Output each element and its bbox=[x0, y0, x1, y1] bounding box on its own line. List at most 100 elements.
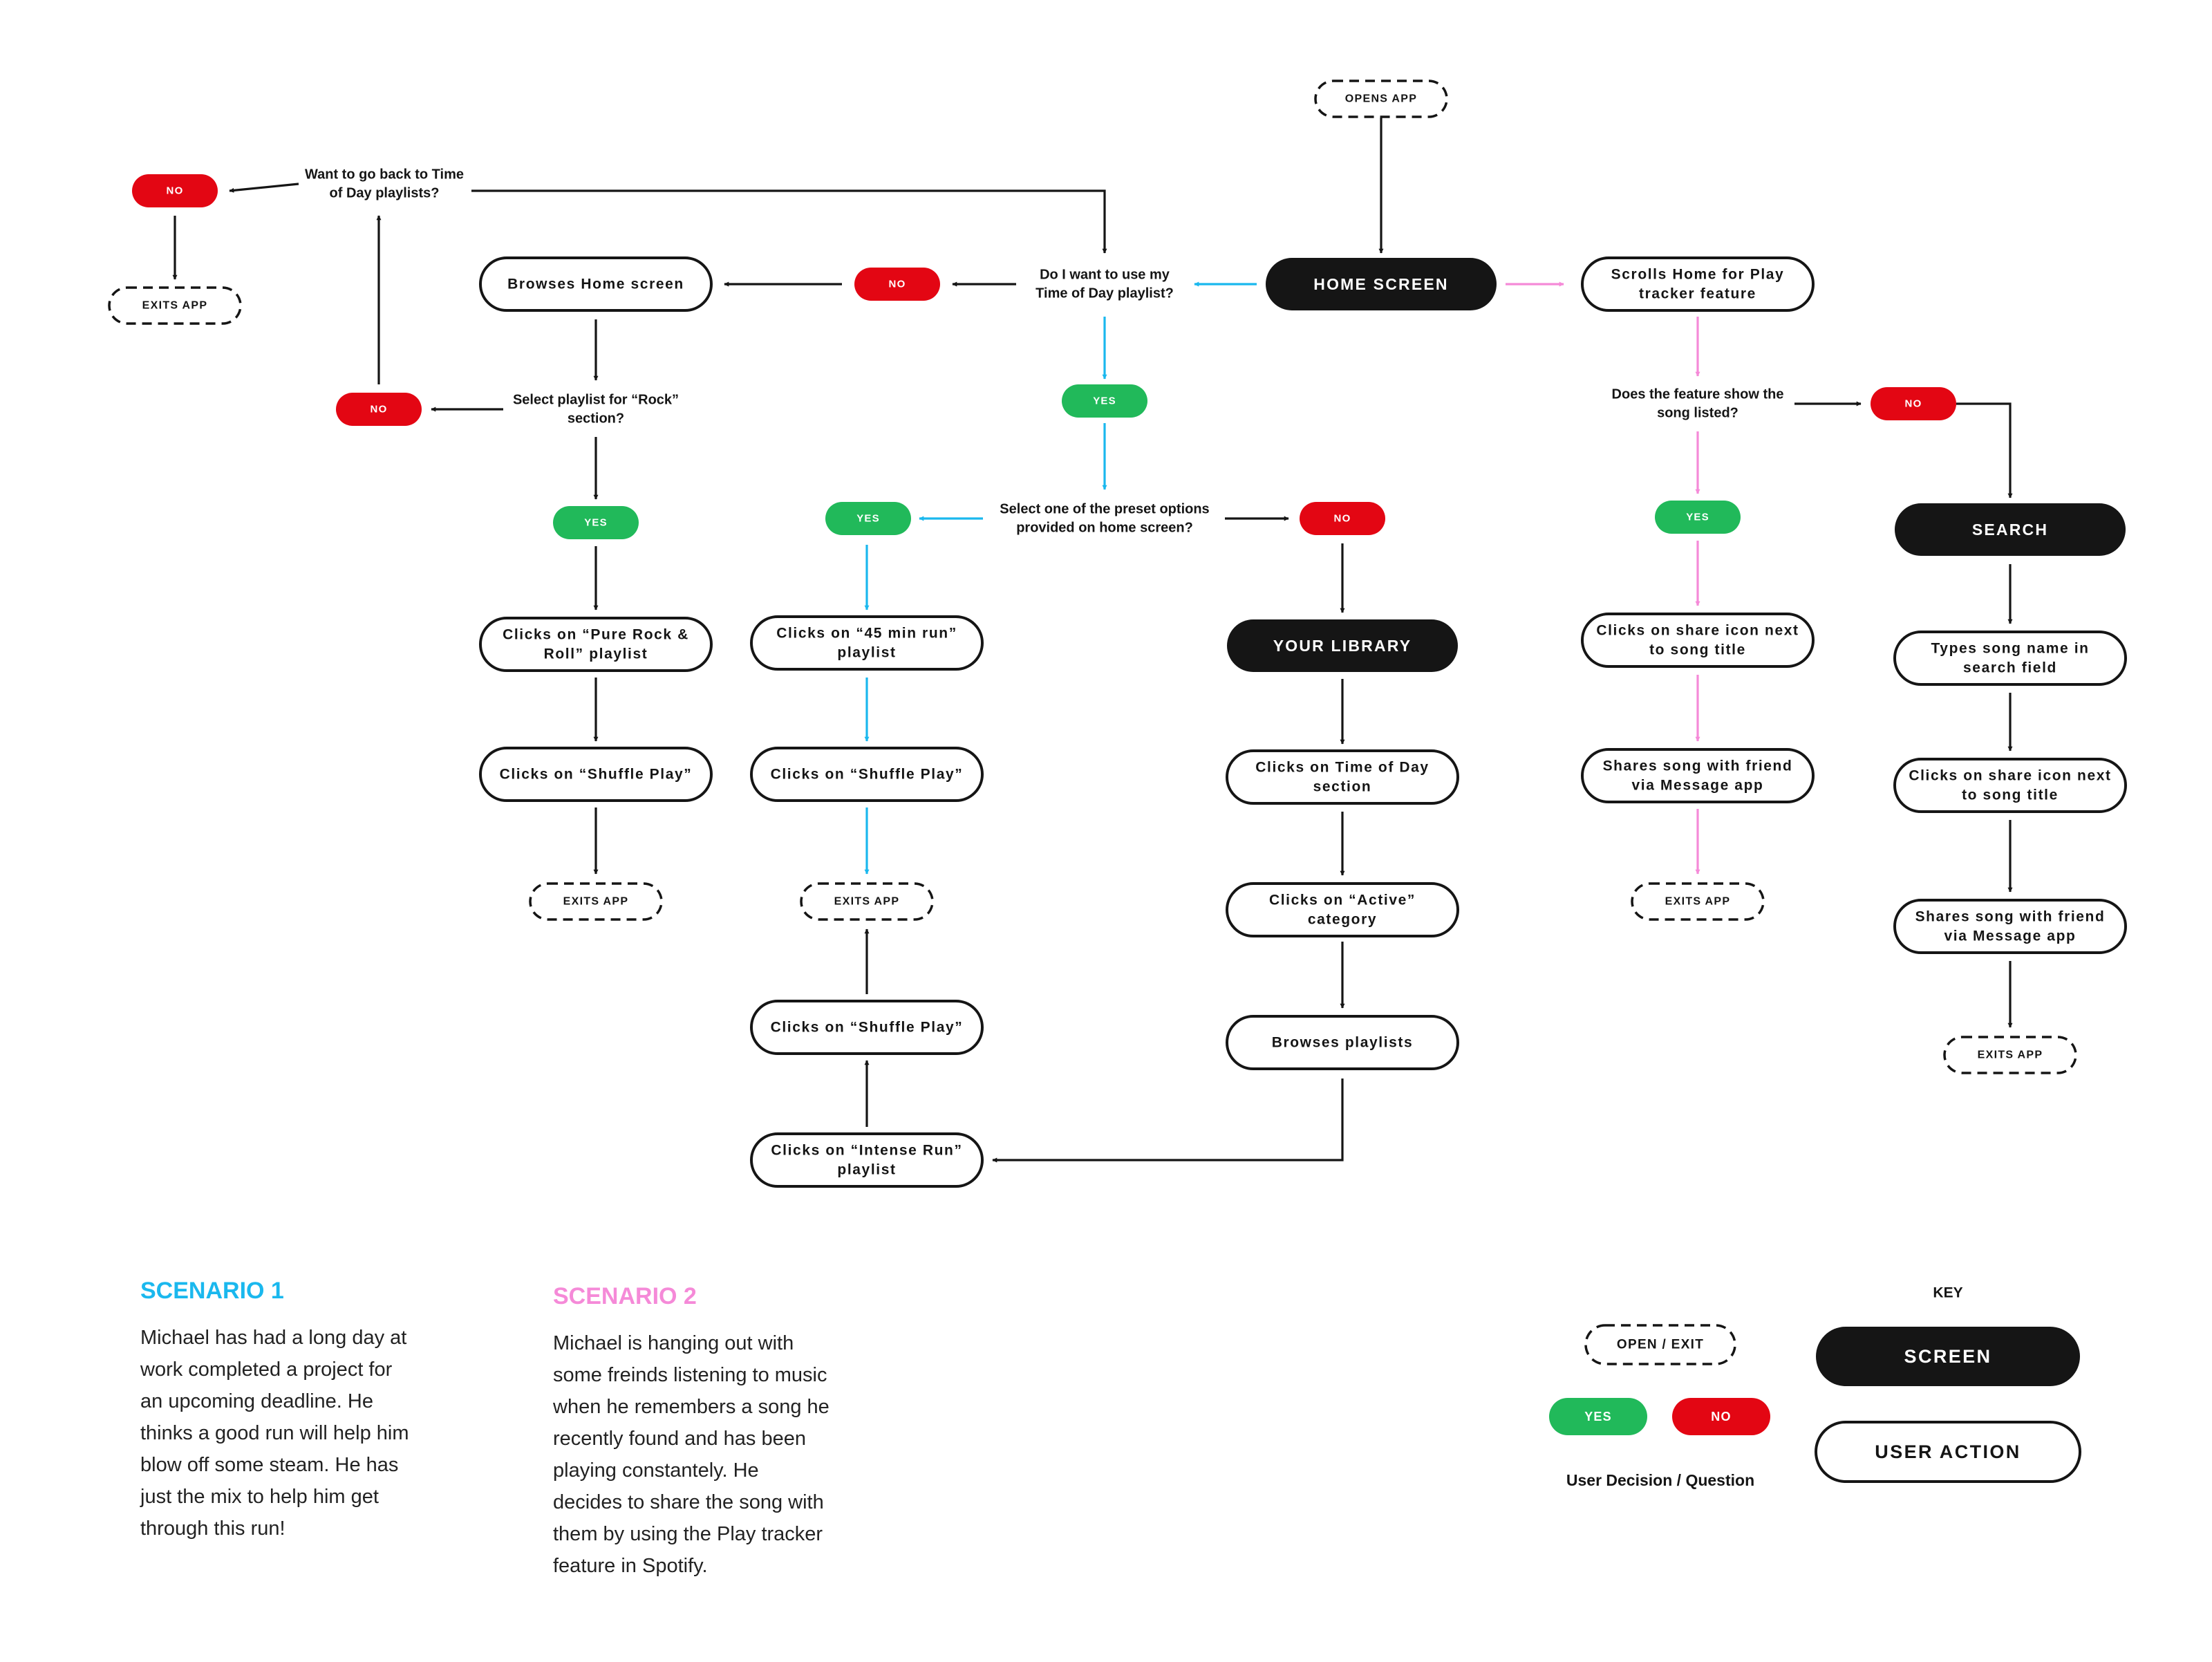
no-back-shape bbox=[132, 174, 218, 207]
connector-arrow bbox=[992, 1079, 1344, 1163]
types-song-shape bbox=[1893, 631, 2127, 686]
node-no-preset: NO bbox=[1300, 502, 1385, 535]
question-q-preset-label: provided on home screen? bbox=[1016, 521, 1193, 536]
key-open-exit-shape bbox=[1584, 1324, 1736, 1365]
scenario-2-line: some freinds listening to music bbox=[553, 1364, 827, 1386]
no-time-of-day-shape bbox=[854, 268, 940, 301]
node-clicks-active: Clicks on “Active”category bbox=[1226, 882, 1459, 937]
shares-2-label: Shares song with friend bbox=[1915, 908, 2106, 924]
node-exits-rock: EXITS APP bbox=[529, 882, 663, 921]
key-no-label: NO bbox=[1711, 1410, 1731, 1423]
home-screen-label: HOME SCREEN bbox=[1313, 275, 1448, 293]
browses-home-shape bbox=[479, 256, 713, 312]
key-open-exit-label: OPEN / EXIT bbox=[1617, 1338, 1704, 1352]
node-home-screen: HOME SCREEN bbox=[1266, 258, 1497, 310]
share-icon-2-label: Clicks on share icon next bbox=[1909, 767, 2111, 783]
node-share-icon-2: Clicks on share icon next to song title bbox=[1893, 758, 2127, 813]
clicks-active-label: Clicks on “Active” bbox=[1269, 892, 1416, 908]
no-rock-label: NO bbox=[371, 404, 388, 416]
share-icon-2-shape bbox=[1893, 758, 2127, 813]
your-library-shape bbox=[1227, 619, 1458, 672]
clicks-tod-section-label: section bbox=[1313, 779, 1372, 795]
key-yes-label: YES bbox=[1584, 1410, 1612, 1423]
yes-rock-shape bbox=[553, 506, 639, 539]
scenario-1-line: Michael has had a long day at bbox=[140, 1327, 407, 1349]
key-yes: YES bbox=[1549, 1398, 1647, 1435]
node-layer: OPENS APP HOME SCREEN Do I want to use my T… bbox=[108, 80, 2127, 1188]
node-shuffle-rock: Clicks on “Shuffle Play” bbox=[479, 747, 713, 802]
home-screen-shape bbox=[1266, 258, 1497, 310]
opens-app-label: OPENS APP bbox=[1345, 93, 1417, 105]
key-yes-shape bbox=[1549, 1398, 1647, 1435]
question-q-preset-label: Select one of the preset options bbox=[1000, 502, 1209, 517]
browses-playlists-label: Browses playlists bbox=[1272, 1035, 1414, 1051]
key-title: KEY bbox=[1933, 1285, 1962, 1301]
shares-2-shape bbox=[1893, 899, 2127, 954]
shuffle-45-shape bbox=[750, 747, 984, 802]
scenario-1-line: through this run! bbox=[140, 1518, 285, 1540]
search-label: SEARCH bbox=[1972, 521, 2048, 539]
share-icon-1-label: Clicks on share icon next bbox=[1596, 622, 1799, 638]
scrolls-home-label: tracker feature bbox=[1639, 286, 1756, 302]
scenario-1-title: SCENARIO 1 bbox=[140, 1278, 284, 1304]
node-clicks-45: Clicks on “45 min run” playlist bbox=[750, 615, 984, 671]
question-q-feature-label: song listed? bbox=[1657, 406, 1738, 421]
shuffle-rock-shape bbox=[479, 747, 713, 802]
share-icon-1-label: to song title bbox=[1649, 642, 1746, 658]
share-icon-2-label: to song title bbox=[1962, 787, 2059, 803]
shares-1-shape bbox=[1581, 748, 1815, 803]
exits-feature-label: EXITS APP bbox=[1665, 896, 1731, 908]
connector-arrow bbox=[229, 183, 299, 193]
question-q-rock-label: Select playlist for “Rock” bbox=[513, 393, 679, 408]
scenario-2-text: Michael is hanging out with some freinds… bbox=[553, 1327, 830, 1582]
question-q-time-of-day-label: Do I want to use my bbox=[1040, 268, 1170, 283]
scenario-2-line: decides to share the song with bbox=[553, 1491, 824, 1513]
yes-preset-shape bbox=[825, 502, 911, 535]
key-screen-label: SCREEN bbox=[1904, 1346, 1992, 1367]
key-user-action-shape bbox=[1815, 1421, 2081, 1483]
shares-2-label: via Message app bbox=[1944, 928, 2077, 944]
node-q-preset: Select one of the preset options provided… bbox=[1000, 502, 1209, 536]
exits-45-shape bbox=[800, 882, 934, 921]
scenario-1-line: work completed a project for bbox=[140, 1358, 393, 1381]
search-shape bbox=[1895, 503, 2126, 556]
clicks-45-label: playlist bbox=[837, 645, 896, 661]
browses-playlists-shape bbox=[1226, 1015, 1459, 1070]
node-no-time-of-day: NO bbox=[854, 268, 940, 301]
your-library-label: YOUR LIBRARY bbox=[1273, 637, 1412, 655]
scenario-2-line: recently found and has been bbox=[553, 1428, 806, 1450]
exits-back-shape bbox=[108, 286, 242, 325]
node-search: SEARCH bbox=[1895, 503, 2126, 556]
question-q-back-label: of Day playlists? bbox=[330, 186, 440, 201]
exits-back-label: EXITS APP bbox=[142, 300, 208, 312]
node-exits-back: EXITS APP bbox=[108, 286, 242, 325]
no-feature-shape bbox=[1871, 387, 1956, 420]
node-browses-playlists: Browses playlists bbox=[1226, 1015, 1459, 1070]
scenario-2-line: feature in Spotify. bbox=[553, 1555, 708, 1577]
types-song-label: search field bbox=[1963, 660, 2057, 676]
browses-home-label: Browses Home screen bbox=[507, 277, 684, 292]
key-no-shape bbox=[1672, 1398, 1770, 1435]
shuffle-intense-label: Clicks on “Shuffle Play” bbox=[771, 1020, 964, 1036]
no-time-of-day-label: NO bbox=[889, 279, 906, 290]
yes-feature-label: YES bbox=[1686, 512, 1709, 523]
shuffle-rock-label: Clicks on “Shuffle Play” bbox=[500, 767, 693, 783]
key-user-action-label: USER ACTION bbox=[1875, 1441, 2021, 1462]
node-yes-feature: YES bbox=[1655, 501, 1741, 534]
clicks-45-label: Clicks on “45 min run” bbox=[776, 625, 957, 641]
question-q-time-of-day-label: Time of Day playlist? bbox=[1035, 286, 1174, 301]
node-exits-45: EXITS APP bbox=[800, 882, 934, 921]
scenario-1-line: thinks a good run will help him bbox=[140, 1422, 409, 1444]
node-yes-preset: YES bbox=[825, 502, 911, 535]
scenario-2-line: Michael is hanging out with bbox=[553, 1332, 794, 1354]
scenario-1-line: blow off some steam. He has bbox=[140, 1454, 399, 1476]
node-exits-feature: EXITS APP bbox=[1631, 882, 1765, 921]
clicks-intense-label: Clicks on “Intense Run” bbox=[771, 1142, 962, 1158]
no-preset-shape bbox=[1300, 502, 1385, 535]
